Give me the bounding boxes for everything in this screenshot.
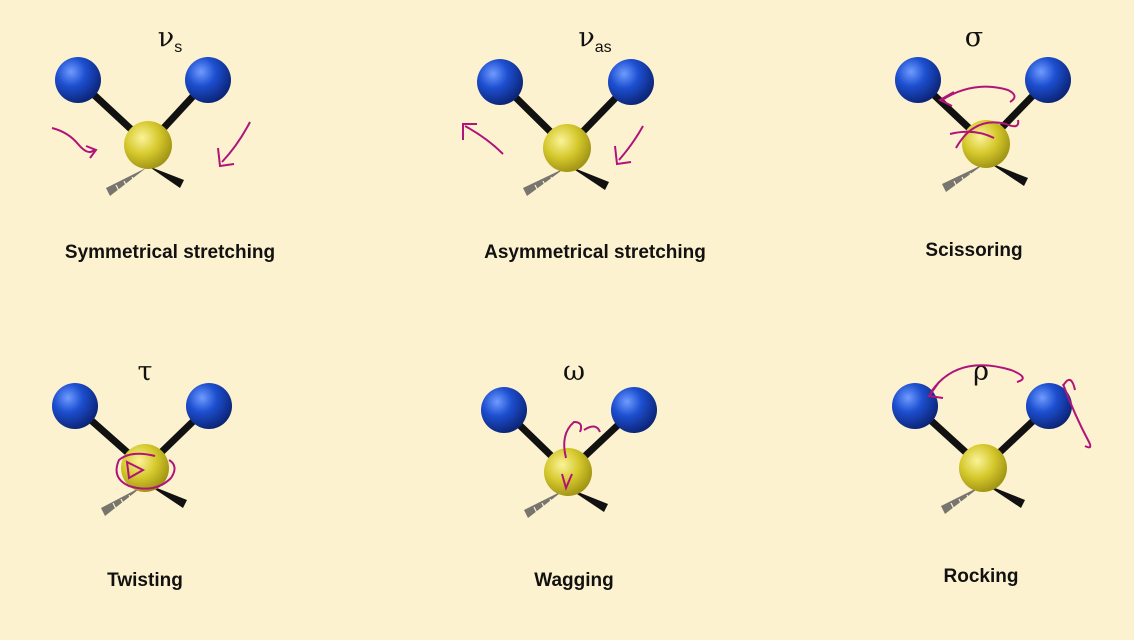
hydrogen-atom-left bbox=[892, 383, 938, 429]
mode-label: Twisting bbox=[107, 570, 183, 591]
molecule-diagram bbox=[52, 383, 232, 516]
handwritten-arrow bbox=[563, 420, 583, 459]
hydrogen-atom-left bbox=[895, 57, 941, 103]
mode-symbol: ρ bbox=[973, 356, 989, 387]
handwritten-arrow bbox=[1062, 383, 1092, 449]
solid-wedge-bond bbox=[148, 166, 184, 188]
handwritten-arrow bbox=[221, 121, 251, 163]
sulfur-atom bbox=[962, 120, 1010, 168]
mode-symbol: ω bbox=[562, 356, 586, 387]
hydrogen-atom-right bbox=[185, 57, 231, 103]
sulfur-atom bbox=[124, 121, 172, 169]
molecule-diagram bbox=[481, 387, 657, 518]
mode-symbol: νas bbox=[578, 22, 612, 56]
mode-label: Rocking bbox=[943, 566, 1019, 587]
mode-label: Scissoring bbox=[925, 240, 1023, 261]
sulfur-atom bbox=[959, 444, 1007, 492]
mode-panel-asymmetric-stretch: νas Asymmetrical stretching bbox=[445, 20, 745, 310]
mode-label: Asymmetrical stretching bbox=[484, 242, 706, 263]
molecule-diagram bbox=[462, 59, 654, 196]
hydrogen-atom-left bbox=[52, 383, 98, 429]
handwritten-arrow bbox=[618, 125, 644, 161]
solid-wedge-bond bbox=[568, 488, 608, 512]
solid-wedge-bond bbox=[147, 484, 187, 508]
hashed-wedge-bond bbox=[941, 486, 981, 514]
hydrogen-atom-right bbox=[186, 383, 232, 429]
sulfur-atom bbox=[121, 444, 169, 492]
hashed-wedge-bond bbox=[524, 490, 564, 518]
hydrogen-atom-right bbox=[1026, 383, 1072, 429]
hydrogen-atom-left bbox=[481, 387, 527, 433]
molecule-diagram bbox=[895, 57, 1071, 192]
mode-symbol: νs bbox=[157, 22, 183, 56]
molecule-diagram bbox=[51, 57, 251, 196]
handwritten-arrow bbox=[941, 85, 1016, 103]
handwritten-arrow bbox=[930, 364, 1024, 393]
handwritten-arrow bbox=[115, 452, 176, 490]
mode-panel-rocking: ρ Rocking bbox=[831, 346, 1131, 636]
sulfur-atom bbox=[543, 124, 591, 172]
mode-panel-scissoring: σ Scissoring bbox=[824, 20, 1124, 310]
handwritten-arrow bbox=[51, 127, 95, 153]
hydrogen-atom-left bbox=[55, 57, 101, 103]
solid-wedge-bond bbox=[569, 166, 609, 190]
hydrogen-atom-right bbox=[611, 387, 657, 433]
handwritten-arrow bbox=[955, 119, 1020, 149]
mode-panel-twisting: τ Twisting bbox=[0, 350, 295, 640]
mode-symbol: τ bbox=[137, 356, 153, 387]
molecule-diagram bbox=[892, 364, 1092, 514]
hydrogen-atom-right bbox=[608, 59, 654, 105]
solid-wedge-bond bbox=[988, 162, 1028, 186]
mode-panel-symmetric-stretch: νs Symmetrical stretching bbox=[20, 20, 320, 310]
sulfur-atom bbox=[544, 448, 592, 496]
hydrogen-atom-left bbox=[477, 59, 523, 105]
hashed-wedge-bond bbox=[106, 168, 146, 196]
mode-panel-wagging: ω Wagging bbox=[424, 350, 724, 640]
mode-symbol: σ bbox=[964, 22, 984, 53]
mode-label: Wagging bbox=[534, 570, 614, 591]
mode-label: Symmetrical stretching bbox=[64, 242, 276, 263]
hydrogen-atom-right bbox=[1025, 57, 1071, 103]
solid-wedge-bond bbox=[985, 484, 1025, 508]
handwritten-arrow bbox=[464, 125, 504, 155]
